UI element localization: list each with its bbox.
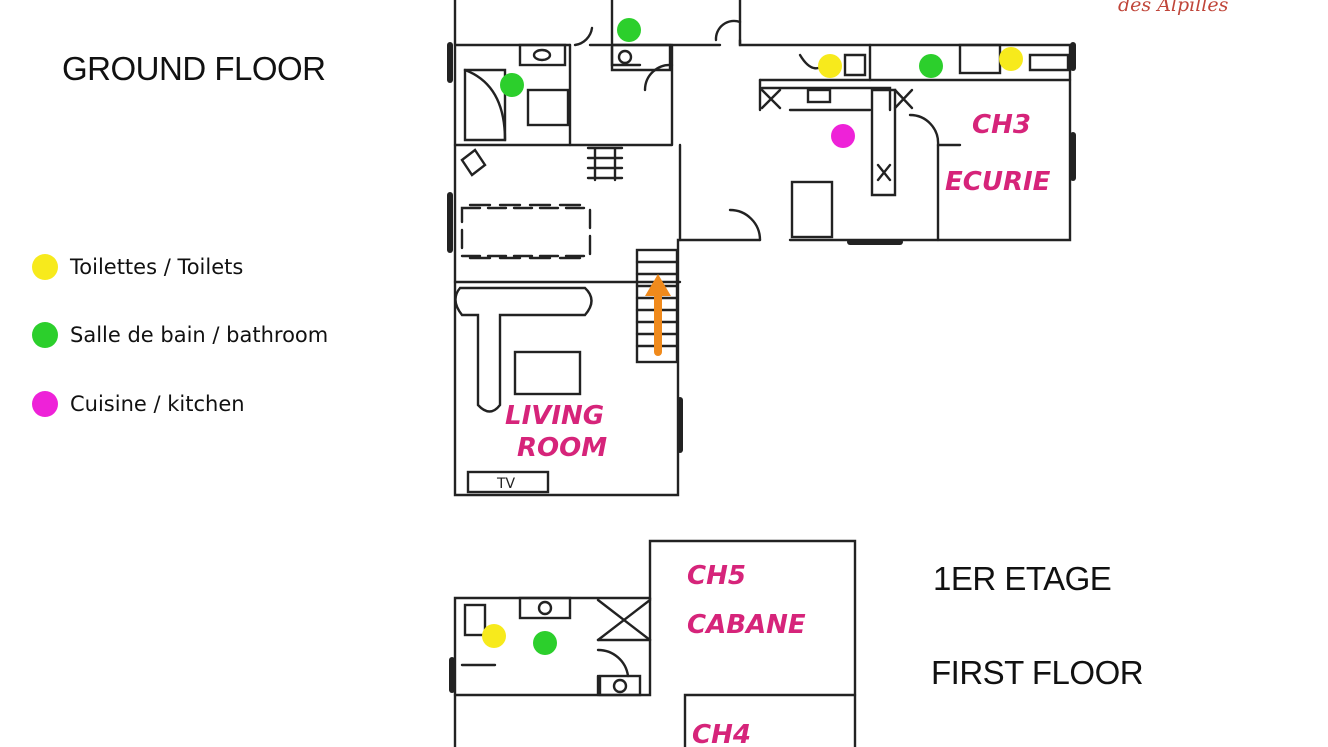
toilet-dot xyxy=(482,624,506,648)
legend-item-kitchen: Cuisine / kitchen xyxy=(32,390,245,418)
legend-label: Cuisine / kitchen xyxy=(70,392,245,416)
room-label-ch4: CH4 xyxy=(692,720,751,747)
toilet-dot xyxy=(818,54,842,78)
room-label-ch3: CH3 xyxy=(972,110,1031,140)
room-label-cabane: CABANE xyxy=(687,610,806,640)
legend-label: Toilettes / Toilets xyxy=(70,255,244,279)
bathroom-legend-dot xyxy=(32,322,58,348)
brand-logo-text: des Alpilles xyxy=(1118,0,1229,16)
legend-item-toilets: Toilettes / Toilets xyxy=(32,253,243,281)
room-label-ch5: CH5 xyxy=(687,561,746,591)
bathroom-fixtures xyxy=(463,43,672,142)
tv-label: TV xyxy=(496,476,516,492)
first-floor-walls xyxy=(453,539,857,747)
room-label-living: LIVING xyxy=(505,401,604,431)
room-label-room: ROOM xyxy=(517,433,607,463)
bathroom-dot xyxy=(500,73,524,97)
bathroom-dot xyxy=(533,631,557,655)
small-stairs xyxy=(586,146,624,182)
dining-table xyxy=(460,148,592,260)
tv-unit xyxy=(466,470,550,494)
kitchen-fixtures xyxy=(760,43,1070,239)
kitchen-dot xyxy=(831,124,855,148)
toilet-dot xyxy=(999,47,1023,71)
bathroom-dot xyxy=(617,18,641,42)
kitchen-legend-dot xyxy=(32,391,58,417)
door-arcs xyxy=(573,19,940,242)
bathroom-dot xyxy=(919,54,943,78)
first-floor-title-fr: 1ER ETAGE xyxy=(933,560,1112,597)
sofa xyxy=(454,286,593,413)
ground-floor-title: GROUND FLOOR xyxy=(62,50,326,87)
legend-item-bathroom: Salle de bain / bathroom xyxy=(32,321,328,349)
first-floor-title-en: FIRST FLOOR xyxy=(931,654,1144,691)
toilet-legend-dot xyxy=(32,254,58,280)
window-marks xyxy=(447,42,1076,453)
stairs-up-arrow-icon xyxy=(645,274,671,356)
room-label-ecurie: ECURIE xyxy=(945,167,1051,197)
legend-label: Salle de bain / bathroom xyxy=(70,323,329,347)
